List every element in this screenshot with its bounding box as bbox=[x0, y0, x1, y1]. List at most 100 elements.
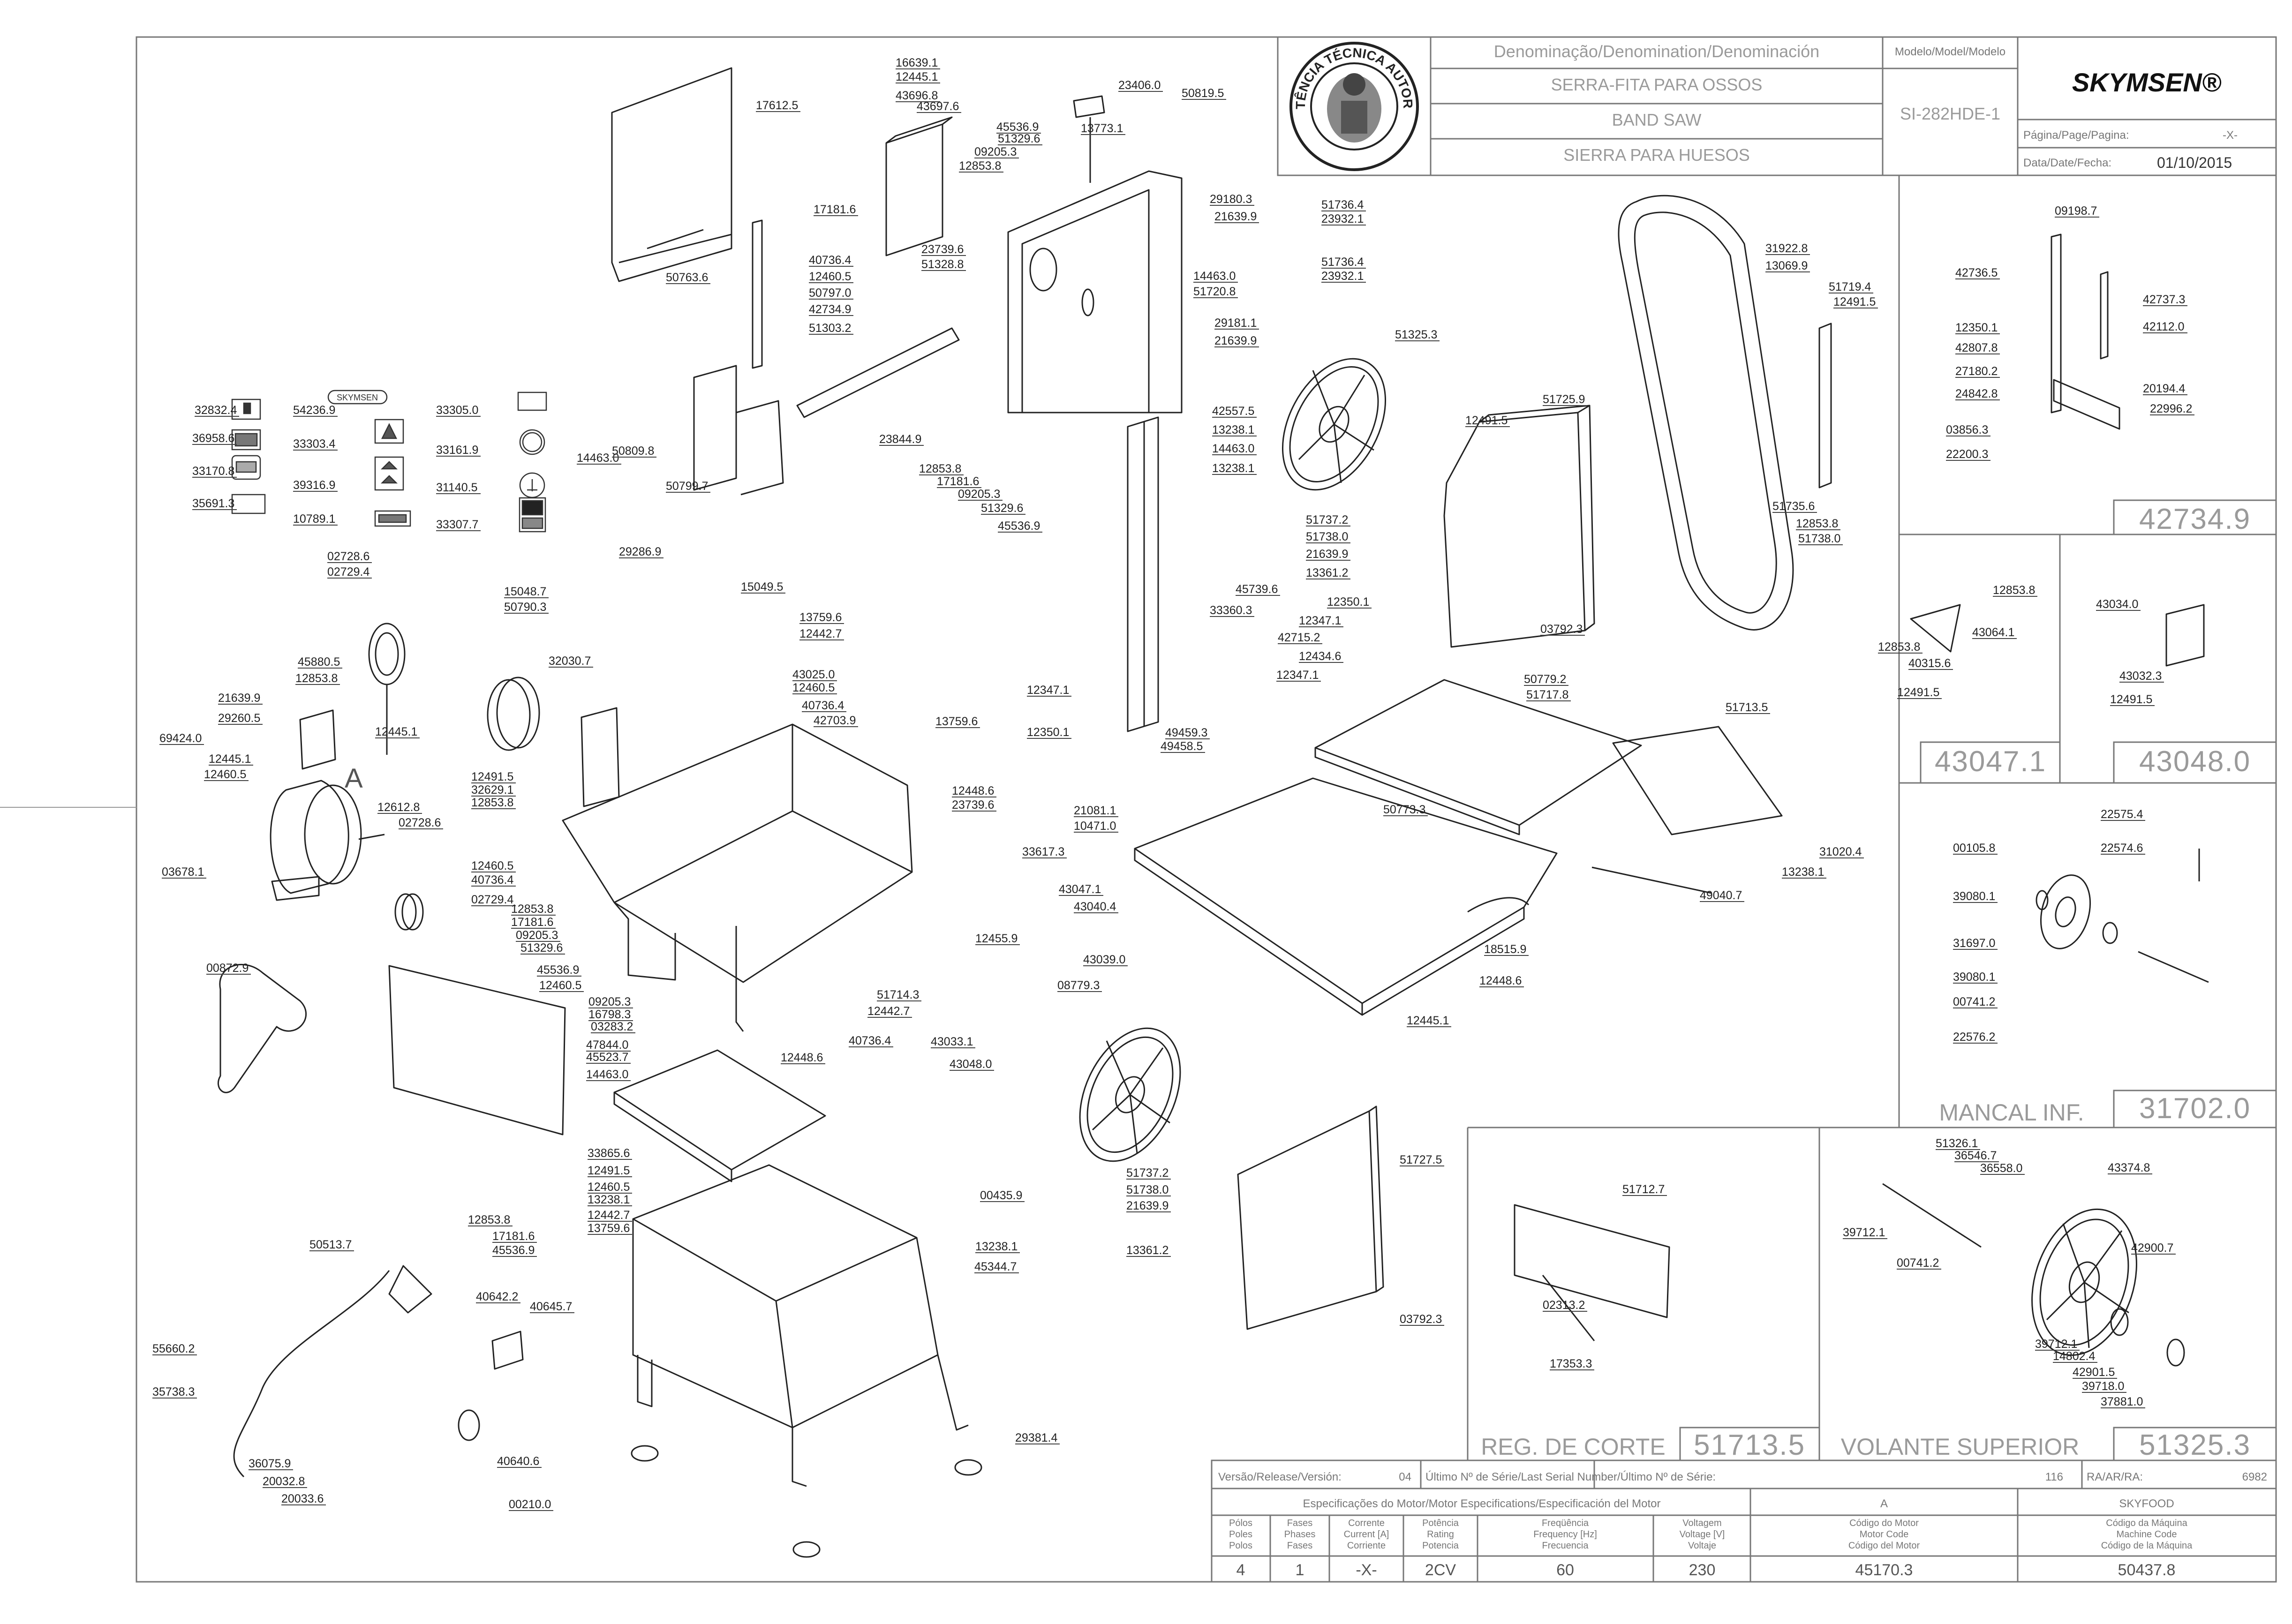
subassembly-code-43048: 43048.0 bbox=[2139, 745, 2251, 778]
part-number-label: 54236.9 bbox=[293, 404, 335, 417]
part-number-label: 22574.6 bbox=[2101, 842, 2143, 855]
upper-door bbox=[1443, 412, 1586, 648]
part-number-label: 42557.5 bbox=[1212, 405, 1254, 418]
part-number-label: 55660.2 bbox=[152, 1342, 195, 1355]
spec-column-label: Potencia bbox=[1422, 1541, 1459, 1551]
part-number-label: 17353.3 bbox=[1550, 1357, 1592, 1370]
drive-belt bbox=[217, 964, 307, 1093]
part-number-label: 12853.8 bbox=[919, 462, 961, 475]
part-number-label: 23406.0 bbox=[1118, 79, 1161, 92]
motor-group-skyfood: SKYFOOD bbox=[2119, 1497, 2174, 1510]
part-number-label: 51735.6 bbox=[1772, 500, 1815, 513]
part-number-label: 33170.8 bbox=[192, 465, 234, 478]
part-number-label: 45344.7 bbox=[974, 1260, 1017, 1273]
part-number-label: 39718.0 bbox=[2082, 1380, 2124, 1393]
spec-column-label: Pólos bbox=[1229, 1518, 1252, 1528]
part-number-label: 12491.5 bbox=[1897, 686, 1939, 699]
date-label: Data/Date/Fecha: bbox=[2023, 157, 2111, 169]
svg-text:SKYMSEN: SKYMSEN bbox=[337, 393, 378, 402]
part-number-label: 69424.0 bbox=[159, 732, 202, 745]
part-number-label: 40315.6 bbox=[1908, 657, 1951, 670]
part-number-label: 43032.3 bbox=[2119, 669, 2162, 683]
subassembly-code-43047: 43047.1 bbox=[1935, 745, 2046, 778]
serial-label: Último Nº de Série/Last Serial Number/Úl… bbox=[1425, 1471, 1716, 1483]
upper-wheel bbox=[1282, 358, 1387, 491]
part-number-label: 43040.4 bbox=[1074, 900, 1116, 913]
denomination-header: Denominação/Denomination/Denominación bbox=[1494, 42, 1819, 61]
part-number-label: 13238.1 bbox=[1782, 865, 1824, 879]
part-number-label: 00741.2 bbox=[1897, 1256, 1939, 1270]
part-number-label: 33360.3 bbox=[1210, 604, 1252, 617]
product-name-es: SIERRA PARA HUESOS bbox=[1563, 145, 1749, 165]
part-number-label: 31020.4 bbox=[1819, 845, 1862, 858]
part-number-label: 22576.2 bbox=[1953, 1030, 1995, 1044]
spec-column-label: Corrente bbox=[1348, 1518, 1385, 1528]
part-number-label: 51714.3 bbox=[877, 988, 919, 1001]
drawing-frame bbox=[136, 36, 2277, 1583]
part-number-label: 22996.2 bbox=[2150, 402, 2192, 415]
spec-column-label: Freqüência bbox=[1542, 1518, 1589, 1528]
part-number-label: 50790.3 bbox=[504, 601, 546, 614]
part-number-label: 45536.9 bbox=[492, 1244, 535, 1257]
part-number-label: 13773.1 bbox=[1081, 122, 1123, 135]
spec-column-label: Código del Motor bbox=[1848, 1541, 1920, 1551]
part-number-label: 43697.6 bbox=[917, 100, 959, 113]
part-number-label: 40640.6 bbox=[497, 1455, 539, 1468]
part-number-label: 51736.4 bbox=[1321, 256, 1364, 269]
part-number-label: 40645.7 bbox=[530, 1300, 572, 1313]
electric-panel bbox=[388, 965, 566, 1135]
part-number-label: 12445.1 bbox=[1407, 1014, 1449, 1027]
part-number-label: 43039.0 bbox=[1083, 953, 1125, 966]
part-number-label: 02728.6 bbox=[327, 550, 369, 563]
part-number-label: 42112.0 bbox=[2143, 320, 2185, 333]
part-number-label: 39712.1 bbox=[2035, 1338, 2077, 1351]
part-number-label: 50773.3 bbox=[1383, 803, 1425, 816]
part-number-label: 45739.6 bbox=[1236, 583, 1278, 596]
product-name-pt: SERRA-FITA PARA OSSOS bbox=[1551, 75, 1763, 94]
part-number-label: 50763.6 bbox=[666, 271, 708, 284]
model-header: Modelo/Model/Modelo bbox=[1895, 45, 2006, 58]
part-number-label: 21639.9 bbox=[1214, 210, 1257, 223]
part-number-label: 40736.4 bbox=[471, 873, 513, 887]
spec-column-label: Polos bbox=[1229, 1541, 1252, 1551]
upper-guard-box bbox=[885, 123, 943, 256]
part-number-label: 02313.2 bbox=[1543, 1299, 1585, 1312]
model-code: SI-282HDE-1 bbox=[1900, 104, 2000, 123]
back-cover-panel bbox=[611, 67, 732, 282]
title-block bbox=[1277, 36, 2277, 176]
part-number-label: 39316.9 bbox=[293, 479, 335, 492]
part-number-label: 43033.1 bbox=[931, 1035, 973, 1048]
slide-rod bbox=[1591, 866, 1712, 894]
part-number-label: 17181.6 bbox=[492, 1230, 535, 1243]
part-number-label: 13238.1 bbox=[1212, 423, 1254, 436]
part-number-label: 42734.9 bbox=[809, 303, 851, 316]
lower-bearing-subassembly bbox=[2036, 849, 2209, 983]
part-number-label: 43034.0 bbox=[2096, 598, 2138, 611]
part-number-label: 29381.4 bbox=[1015, 1431, 1057, 1444]
subassembly-code-51713: 51713.5 bbox=[1694, 1429, 1805, 1461]
part-number-label: 12491.5 bbox=[2110, 693, 2152, 706]
saw-blade bbox=[1618, 195, 1794, 631]
motor bbox=[270, 780, 385, 901]
part-number-label: 00435.9 bbox=[980, 1189, 1022, 1202]
part-number-label: 36958.6 bbox=[192, 432, 234, 445]
part-number-label: 12455.9 bbox=[975, 932, 1018, 945]
part-number-label: 21639.9 bbox=[218, 692, 260, 705]
spec-column-value: 45170.3 bbox=[1855, 1561, 1913, 1579]
part-number-label: 15048.7 bbox=[504, 585, 546, 598]
part-number-label: 39712.1 bbox=[1843, 1226, 1885, 1239]
subassembly-code-51325: 51325.3 bbox=[2139, 1429, 2251, 1461]
page-label: Página/Page/Pagina: bbox=[2023, 129, 2129, 142]
part-number-label: 39080.1 bbox=[1953, 970, 1995, 984]
part-number-label: 12347.1 bbox=[1276, 669, 1319, 682]
tension-knob bbox=[1073, 95, 1105, 118]
spec-column-label: Código de la Máquina bbox=[2101, 1541, 2193, 1551]
part-number-label: 29181.1 bbox=[1214, 316, 1257, 330]
part-number-label: 43374.8 bbox=[2108, 1161, 2150, 1174]
part-number-label: 49459.3 bbox=[1165, 726, 1207, 739]
subassembly-name-reg-corte: REG. DE CORTE bbox=[1481, 1434, 1666, 1460]
guide-43048-subassembly bbox=[2165, 604, 2205, 667]
part-number-label: 12460.5 bbox=[471, 859, 513, 872]
part-number-label: 14463.0 bbox=[1193, 270, 1236, 283]
